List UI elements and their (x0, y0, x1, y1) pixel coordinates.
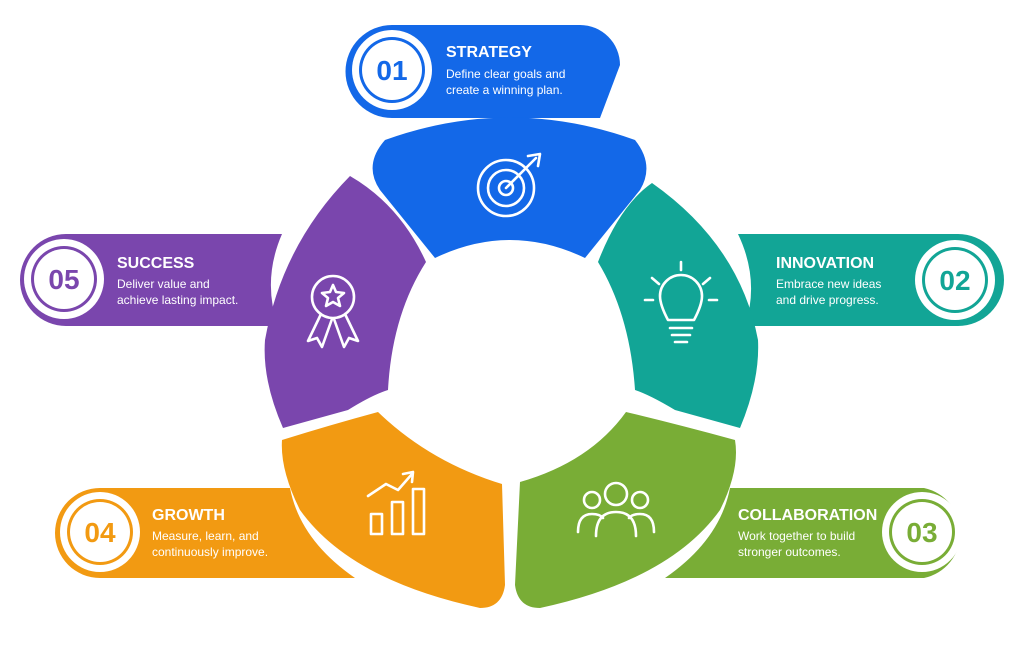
strategy-title: STRATEGY (446, 44, 532, 61)
innovation-desc-line1: Embrace new ideas (776, 277, 881, 291)
strategy-segment (372, 117, 647, 258)
strategy-badge-inner (362, 40, 422, 100)
lightbulb-icon (643, 260, 719, 344)
innovation-number: 02 (939, 265, 970, 296)
collaboration-title: COLLABORATION (738, 507, 877, 524)
innovation-title: INNOVATION (776, 255, 874, 272)
growth-segment (281, 412, 505, 608)
success-desc-line1: Deliver value and (117, 277, 210, 291)
growth-badge-inner (70, 502, 130, 562)
success-desc-line2: achieve lasting impact. (117, 293, 238, 307)
success-number: 05 (48, 264, 79, 295)
collaboration-desc-line1: Work together to build (738, 529, 855, 543)
step-success: 05 SUCCESS Deliver value and achieve las… (20, 176, 426, 428)
innovation-desc-line2: and drive progress. (776, 293, 879, 307)
growth-number: 04 (84, 517, 116, 548)
award-ribbon-icon (306, 274, 360, 349)
step-strategy: 01 STRATEGY Define clear goals and creat… (345, 25, 647, 258)
success-title: SUCCESS (117, 255, 195, 272)
success-segment (264, 176, 426, 428)
innovation-segment (598, 183, 759, 428)
collaboration-number: 03 (906, 517, 937, 548)
collaboration-banner (665, 488, 961, 578)
target-arrow-icon (476, 152, 542, 218)
collaboration-badge-inner (892, 502, 952, 562)
collaboration-desc-line2: stronger outcomes. (738, 545, 841, 559)
step-growth: 04 GROWTH Measure, learn, and continuous… (55, 412, 505, 608)
collaboration-segment (515, 412, 736, 608)
growth-desc-line2: continuously improve. (152, 545, 268, 559)
growth-chart-icon (366, 470, 426, 536)
step-collaboration: 03 COLLABORATION Work together to build … (515, 412, 962, 608)
team-icon (576, 481, 656, 538)
strategy-desc-line2: create a winning plan. (446, 83, 563, 97)
growth-desc-line1: Measure, learn, and (152, 529, 259, 543)
success-badge-inner (34, 249, 94, 309)
innovation-badge-inner (925, 250, 985, 310)
growth-title: GROWTH (152, 507, 225, 524)
strategy-desc-line1: Define clear goals and (446, 67, 565, 81)
strategy-number: 01 (376, 55, 407, 86)
step-innovation: 02 INNOVATION Embrace new ideas and driv… (598, 183, 1004, 428)
